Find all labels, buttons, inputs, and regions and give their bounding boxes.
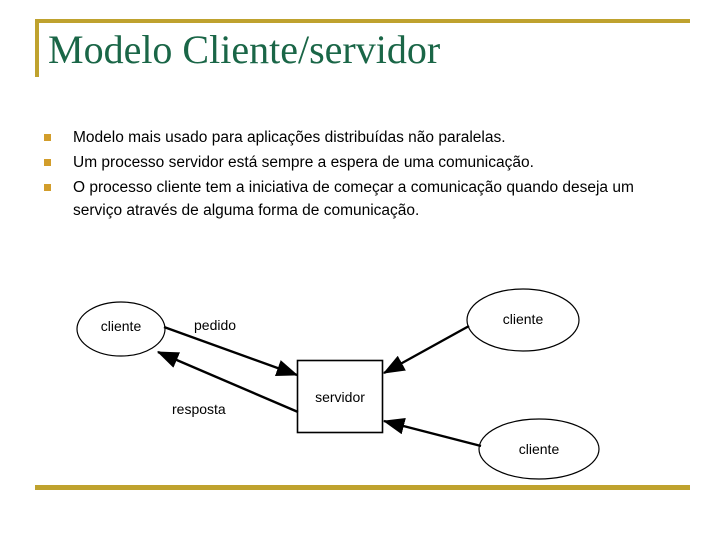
node-cliente-left	[76, 301, 166, 357]
edge-resposta	[156, 350, 299, 414]
footer-rule	[35, 485, 690, 490]
bullet-text: Modelo mais usado para aplicações distri…	[73, 129, 506, 146]
node-servidor	[296, 359, 384, 434]
node-label-servidor: servidor	[315, 389, 365, 405]
node-cliente-right-bottom	[478, 418, 600, 480]
bullet-list: Modelo mais usado para aplicações distri…	[44, 126, 684, 224]
title-rule-top	[35, 19, 690, 23]
page-title: Modelo Cliente/servidor	[48, 27, 441, 72]
bullet-text: Um processo servidor está sempre a esper…	[73, 154, 534, 171]
edge-label-pedido: pedido	[194, 317, 237, 333]
edge-label-resposta: resposta	[172, 401, 226, 417]
square-bullet-icon	[44, 134, 51, 141]
square-bullet-icon	[44, 159, 51, 166]
node-cliente-right-top	[466, 288, 580, 352]
node-label-cliente-right-top: cliente	[502, 311, 544, 327]
edge-request-bottom	[382, 417, 482, 448]
list-item: O processo cliente tem a iniciativa de c…	[44, 176, 684, 222]
list-item: Um processo servidor está sempre a esper…	[44, 151, 684, 174]
edge-pedido	[163, 325, 299, 377]
title-rule-left	[35, 19, 39, 77]
bullet-text: O processo cliente tem a iniciativa de c…	[73, 179, 634, 219]
edge-request-top	[382, 324, 470, 375]
square-bullet-icon	[44, 184, 51, 191]
node-label-cliente-left: cliente	[100, 318, 142, 334]
list-item: Modelo mais usado para aplicações distri…	[44, 126, 684, 149]
node-label-cliente-right-bottom: cliente	[518, 441, 560, 457]
